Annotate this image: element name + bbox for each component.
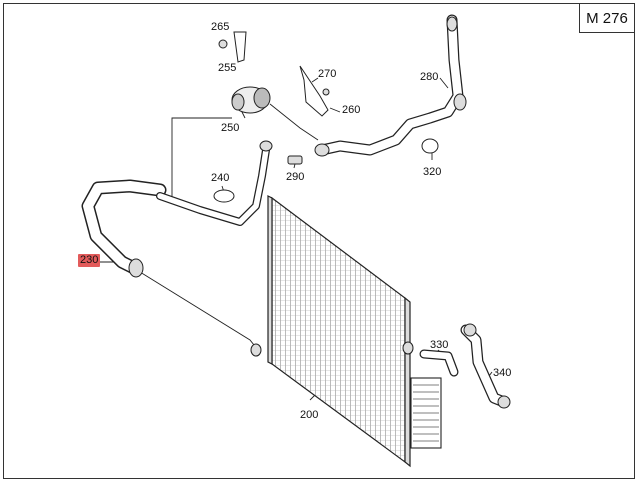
part-230-coupler bbox=[128, 258, 144, 278]
lower-pipe-line bbox=[139, 271, 259, 351]
callout-200[interactable]: 200 bbox=[300, 409, 319, 421]
part-340-end2 bbox=[497, 395, 511, 409]
leader-280 bbox=[439, 77, 449, 89]
callout-320[interactable]: 320 bbox=[423, 166, 442, 178]
callout-260[interactable]: 260 bbox=[342, 104, 361, 116]
callout-270[interactable]: 270 bbox=[318, 68, 337, 80]
engine-code-box: M 276 bbox=[579, 4, 634, 33]
radiator bbox=[267, 195, 411, 468]
callout-250[interactable]: 250 bbox=[221, 122, 240, 134]
hose-280 bbox=[316, 14, 464, 156]
cooler-block bbox=[410, 377, 442, 449]
part-340-end bbox=[463, 323, 477, 337]
callout-230[interactable]: 230 bbox=[78, 254, 101, 267]
part-320 bbox=[421, 138, 439, 154]
part-270-bolt bbox=[322, 88, 330, 96]
callout-255[interactable]: 255 bbox=[218, 62, 237, 74]
part-hose-coupler-mid bbox=[314, 143, 330, 157]
part-270 bbox=[299, 65, 329, 117]
part-290 bbox=[287, 155, 303, 165]
callout-340[interactable]: 340 bbox=[493, 367, 512, 379]
leader-270 bbox=[311, 77, 319, 83]
pump-250 bbox=[231, 86, 271, 114]
part-330-coupler bbox=[402, 341, 414, 355]
part-lower-coupler bbox=[250, 343, 262, 357]
part-hose-280-end bbox=[446, 16, 458, 32]
callout-280[interactable]: 280 bbox=[420, 71, 439, 83]
pump-bracket-line bbox=[171, 117, 232, 200]
pump-line bbox=[269, 103, 319, 141]
part-hose-280-coupler bbox=[453, 93, 467, 111]
part-255 bbox=[233, 31, 247, 63]
leader-260 bbox=[329, 107, 341, 113]
callout-265[interactable]: 265 bbox=[211, 21, 230, 33]
part-tube-240-end bbox=[259, 140, 273, 152]
callout-240[interactable]: 240 bbox=[211, 172, 230, 184]
part-240 bbox=[213, 189, 235, 203]
callout-330[interactable]: 330 bbox=[430, 339, 449, 351]
callout-290[interactable]: 290 bbox=[286, 171, 305, 183]
diagram-frame bbox=[3, 3, 635, 479]
part-265 bbox=[218, 39, 228, 49]
